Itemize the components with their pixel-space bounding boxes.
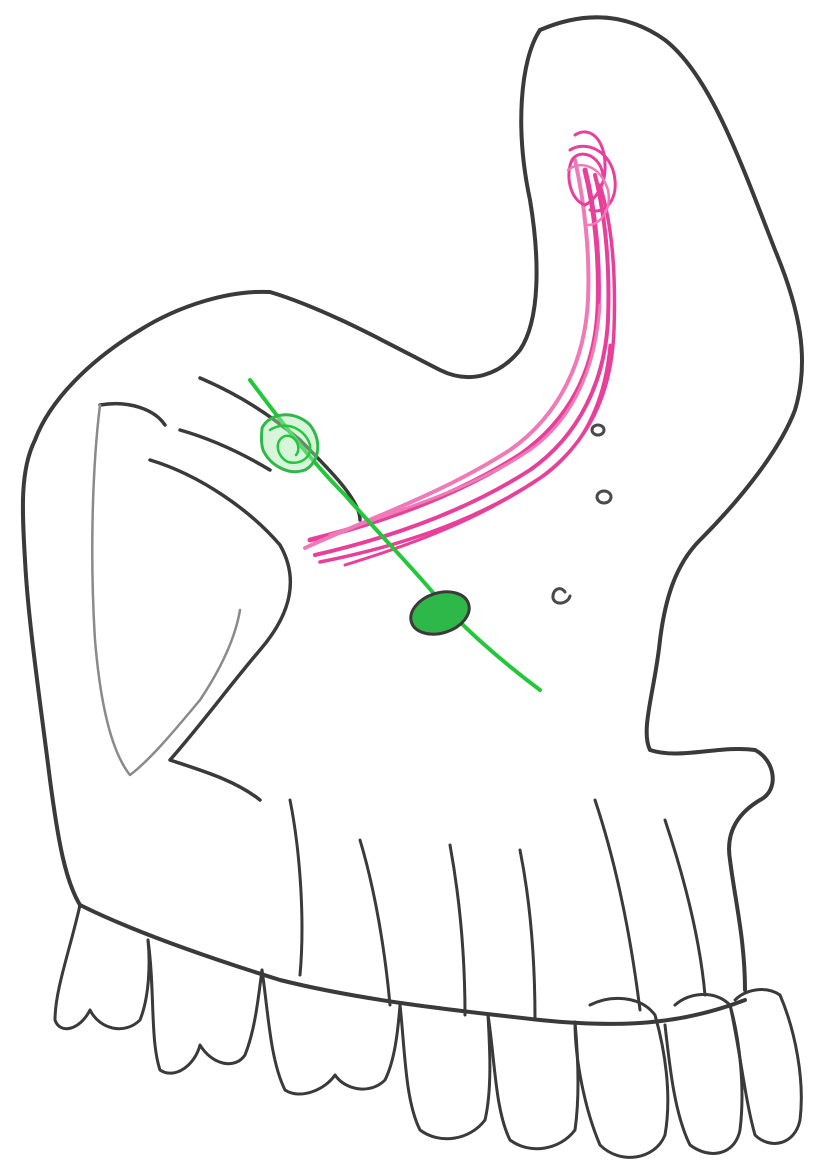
foramen-dot-3 [553, 589, 570, 603]
pink-stroke-5 [330, 305, 600, 535]
root-line-5 [595, 800, 640, 1010]
maxillary-tuberosity-curve [92, 405, 240, 775]
tooth-premolar-1 [488, 1015, 578, 1149]
posterior-inner-outline [92, 405, 240, 775]
root-line-1 [290, 800, 302, 975]
green-canal [250, 380, 540, 690]
tooth-molar-3 [55, 905, 149, 1029]
root-line-2 [360, 840, 390, 1005]
pink-stroke-1 [310, 170, 598, 540]
tooth-roots [290, 800, 705, 1020]
tooth-molar-1 [262, 970, 400, 1094]
bone-outline [23, 17, 802, 1024]
root-line-3 [450, 845, 465, 1015]
orbital-lines [100, 378, 360, 800]
tuberosity-line [100, 404, 165, 425]
foramen-dot-2 [597, 491, 611, 503]
tooth-molar-2 [148, 940, 262, 1073]
tooth-premolar-2 [400, 1005, 490, 1139]
root-line-4 [520, 850, 535, 1020]
root-line-6 [665, 820, 705, 995]
orbital-rim-lower [180, 430, 270, 470]
foramen-dot-1 [592, 425, 604, 435]
green-lower-foramen [405, 585, 474, 642]
foramina-dots [553, 425, 611, 603]
pink-stroke-2 [315, 175, 608, 555]
zygomatic-process [150, 460, 290, 800]
anterior-border [729, 750, 773, 990]
